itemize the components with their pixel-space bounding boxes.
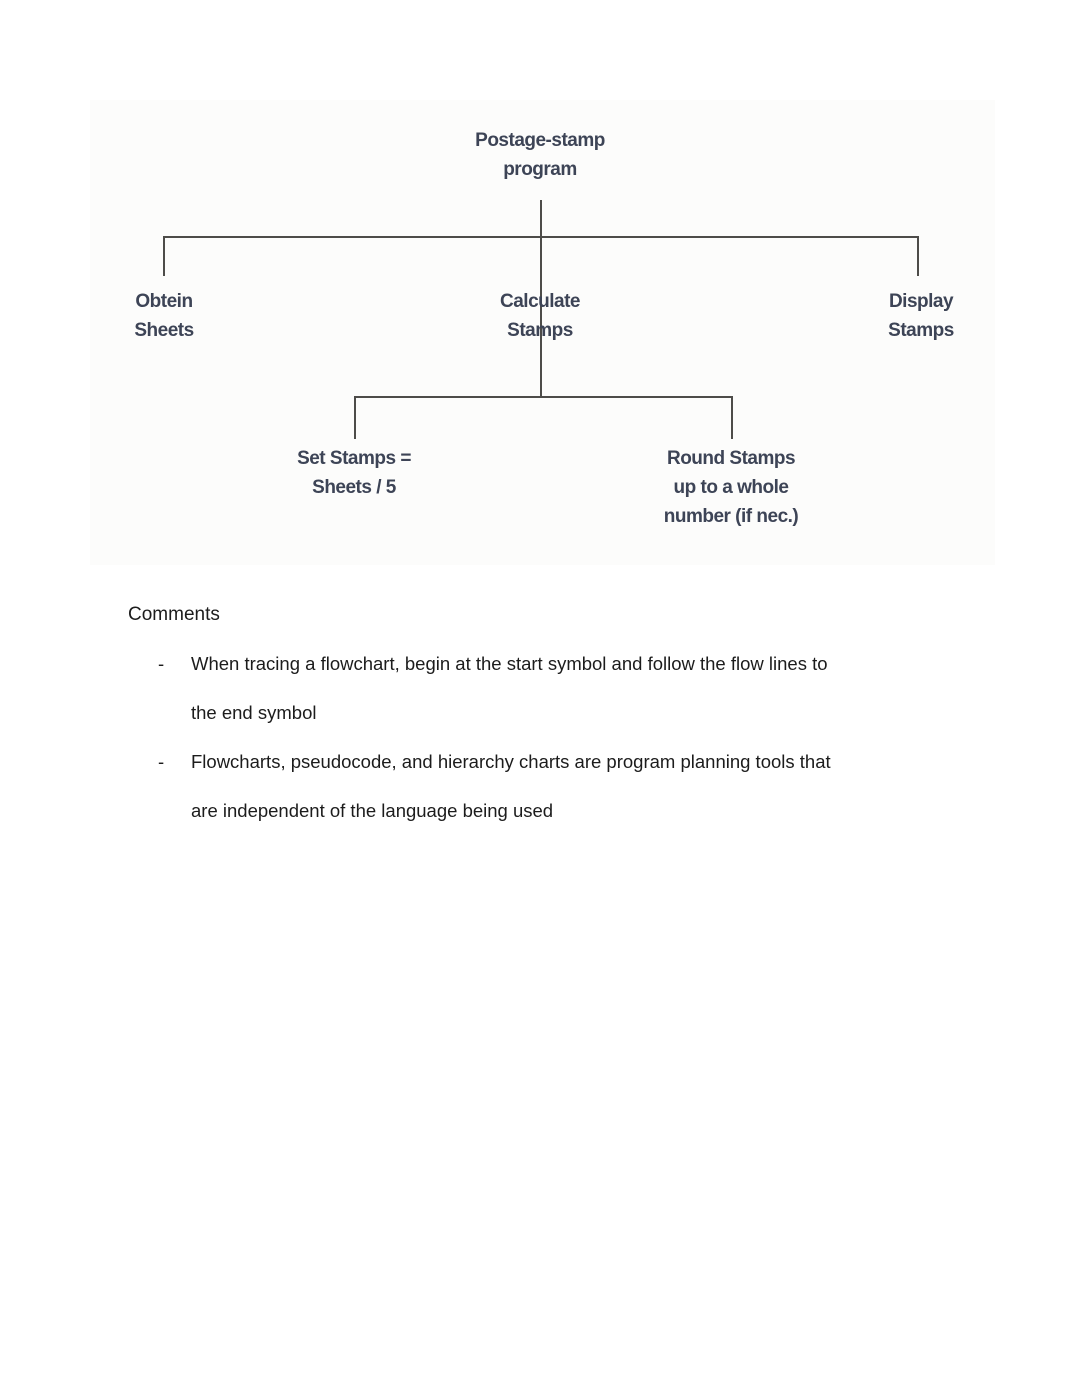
bullet-text: When tracing a flowchart, begin at the s… xyxy=(191,653,828,723)
connector-level1-horizontal xyxy=(163,236,919,238)
connector-level2-left-drop xyxy=(354,396,356,439)
bullet-marker: - xyxy=(158,653,165,674)
connector-level1-right-drop xyxy=(917,236,919,276)
connector-calculate-vertical xyxy=(540,353,542,398)
connector-level1-left-drop xyxy=(163,236,165,276)
comments-list: - When tracing a flowchart, begin at the… xyxy=(158,639,958,835)
node-set-stamps: Set Stamps = Sheets / 5 xyxy=(297,448,411,498)
comment-item: - When tracing a flowchart, begin at the… xyxy=(158,639,958,737)
node-round-stamps: Round Stamps up to a whole number (if ne… xyxy=(663,448,799,527)
node-postage-stamp-program: Postage-stamp program xyxy=(475,130,605,180)
node-obtain-sheets: Obtein Sheets xyxy=(134,291,194,341)
bullet-marker: - xyxy=(158,751,165,772)
connector-level2-right-drop xyxy=(731,396,733,439)
node-calculate-stamps: Calculate Stamps xyxy=(500,291,580,341)
bullet-text: Flowcharts, pseudocode, and hierarchy ch… xyxy=(191,751,831,821)
comments-heading: Comments xyxy=(128,604,220,625)
connector-level2-horizontal xyxy=(354,396,733,398)
connector-root-vertical xyxy=(540,200,542,377)
hierarchy-chart-figure: Postage-stamp program Obtein Sheets Calc… xyxy=(90,100,995,565)
node-display-stamps: Display Stamps xyxy=(888,291,954,341)
comment-item: - Flowcharts, pseudocode, and hierarchy … xyxy=(158,737,958,835)
